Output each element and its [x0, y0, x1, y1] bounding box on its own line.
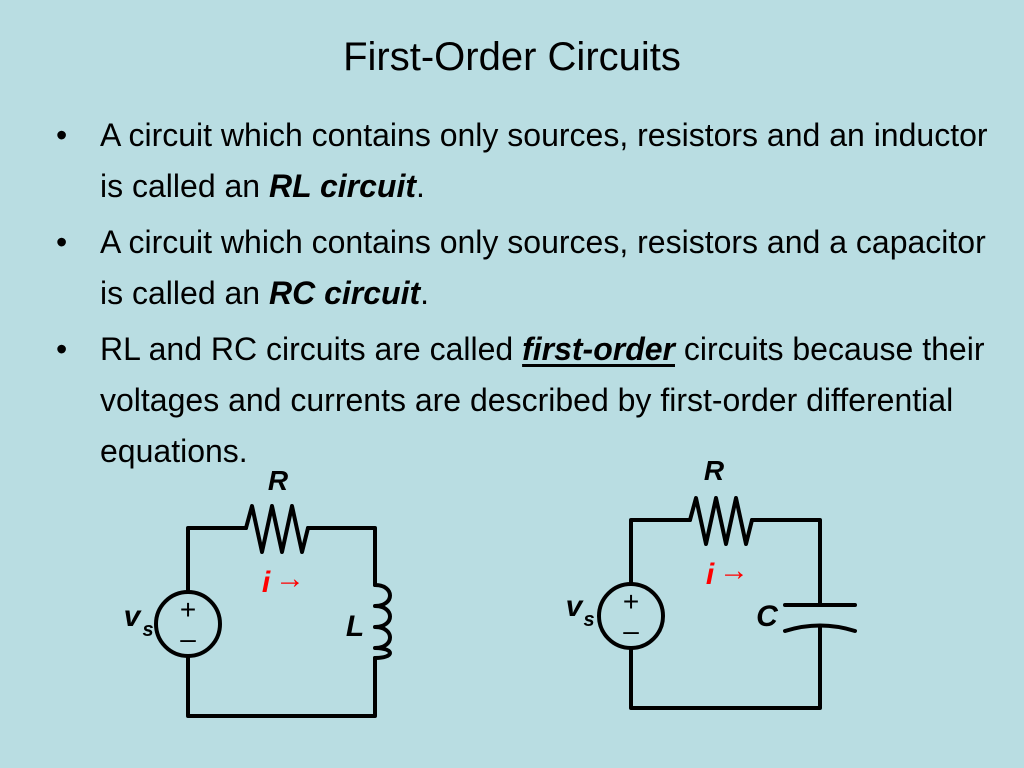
- bullet-text-end: circuits because their voltages and curr…: [100, 331, 985, 469]
- rl-source-minus: –: [180, 623, 196, 654]
- bullet-emphasis-underlined: first-order: [522, 331, 675, 367]
- rc-current-arrow-icon: →: [719, 554, 749, 587]
- rc-circuit: [597, 496, 857, 710]
- rl-current-arrow-icon: →: [275, 562, 305, 595]
- rl-inductor-label: L: [346, 610, 364, 643]
- rl-current-label: i: [262, 566, 271, 599]
- bullet-dot-icon: •: [56, 224, 68, 260]
- rc-source-subscript: s: [583, 609, 594, 631]
- rc-resistor-icon: [688, 496, 754, 546]
- bullet-text-end: .: [420, 275, 430, 311]
- bullet-text-end: .: [415, 168, 425, 204]
- rc-resistor-label: R: [704, 455, 725, 486]
- bullet-text: RL and RC circuits are called: [100, 331, 523, 367]
- bullet-dot-icon: •: [56, 117, 68, 153]
- bullet-dot-icon: •: [56, 331, 68, 367]
- bullet-item-first-order: • RL and RC circuits are called first-or…: [56, 324, 996, 477]
- bullet-text: A circuit which contains only sources, r…: [100, 224, 986, 311]
- rc-bottom-wire: [629, 624, 822, 710]
- bullet-item-rl: • A circuit which contains only sources,…: [56, 110, 996, 212]
- rl-bottom-wire: [186, 654, 377, 718]
- rc-current-label: i: [706, 558, 715, 591]
- rl-source-subscript: s: [142, 619, 153, 641]
- rc-top-left-wire: [629, 518, 692, 586]
- rc-capacitor-label: C: [756, 600, 779, 633]
- rl-inductor-icon: [373, 583, 392, 660]
- rc-source-label: v: [566, 590, 585, 623]
- bullet-text: A circuit which contains only sources, r…: [100, 117, 988, 204]
- rl-source-plus: +: [180, 594, 196, 625]
- rl-circuit: [154, 504, 392, 718]
- bullet-emphasis: RC circuit: [268, 275, 421, 311]
- rl-resistor-label: R: [268, 465, 289, 496]
- rc-source-plus: +: [623, 586, 639, 617]
- rl-top-left-wire: [186, 526, 248, 594]
- rl-resistor-icon: [244, 504, 310, 554]
- rc-voltage-source-icon: [597, 582, 665, 650]
- rc-top-right-wire: [750, 518, 822, 607]
- rl-top-right-wire: [306, 526, 377, 587]
- rl-voltage-source-icon: [154, 590, 222, 658]
- bullet-emphasis: RL circuit: [268, 168, 416, 204]
- bullet-item-rc: • A circuit which contains only sources,…: [56, 217, 996, 319]
- bullet-list: • A circuit which contains only sources,…: [56, 110, 996, 482]
- rl-source-label: v: [124, 600, 143, 633]
- rc-source-minus: –: [623, 615, 639, 646]
- slide-title: First-Order Circuits: [343, 35, 681, 79]
